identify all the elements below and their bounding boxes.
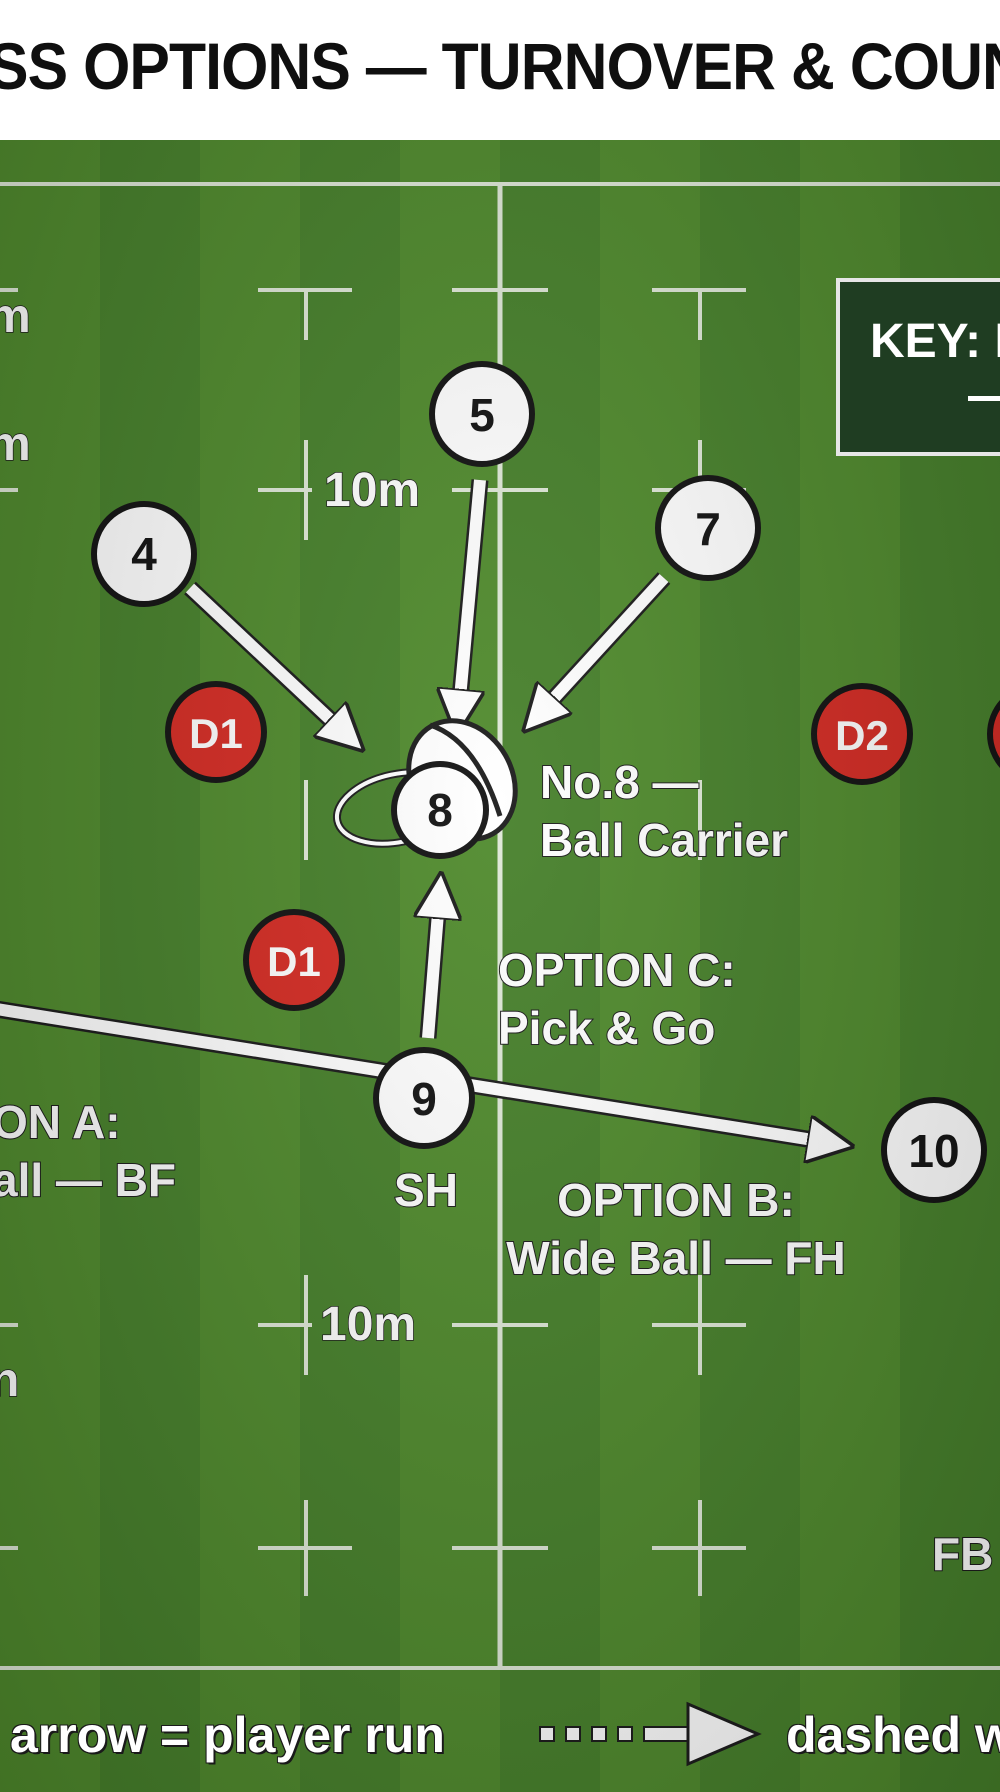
edge-marker-2: m <box>0 418 31 471</box>
arrow-9-to-8 <box>428 888 440 1039</box>
hash-marks-row-3 <box>304 780 702 860</box>
player-5[interactable]: 5 <box>429 361 535 467</box>
pitch-diagram: 10m 10m m m n <box>0 182 1000 1767</box>
field-markers: 10m 10m m m n <box>0 289 421 1408</box>
ten-metre-marker-top: 10m <box>324 464 420 517</box>
hash-marks-row-1 <box>0 288 746 340</box>
hash-marks-row-5 <box>0 1500 746 1596</box>
option-a-label-line2: all — BF <box>0 1154 176 1206</box>
arrow-4-to-8 <box>184 581 352 740</box>
legend-solid-arrow-text: arrow = player run <box>10 1707 445 1763</box>
key-title: KEY: D <box>870 315 1000 368</box>
key-box: KEY: D <box>836 278 1000 456</box>
legend-dashed-arrow-icon <box>539 1701 762 1767</box>
annotations: No.8 — Ball Carrier OPTION C: Pick & Go … <box>0 755 994 1581</box>
player-9-number: 9 <box>411 1073 437 1125</box>
option-b-label-line1: OPTION B: <box>557 1174 795 1226</box>
diagram-title: SS OPTIONS — TURNOVER & COUNT <box>0 29 1000 103</box>
option-c-label-line2: Pick & Go <box>498 1002 715 1054</box>
option-c-label-line1: OPTION C: <box>498 944 736 996</box>
ball-carrier-label-line2: Ball Carrier <box>540 814 788 866</box>
arrow-5-to-8 <box>458 479 489 720</box>
defender-d1-upper[interactable]: D1 <box>165 681 267 783</box>
player-8-number: 8 <box>427 784 453 836</box>
defenders: D1 D1 D2 <box>165 681 1000 1011</box>
defender-d2-label: D2 <box>835 712 889 759</box>
bottom-legend: arrow = player run dashed w <box>0 1670 1000 1792</box>
player-7-number: 7 <box>695 503 721 555</box>
player-7[interactable]: 7 <box>655 475 761 581</box>
player-5-number: 5 <box>469 389 495 441</box>
player-4[interactable]: 4 <box>91 501 197 607</box>
player-10-number: 10 <box>908 1125 959 1177</box>
player-4-number: 4 <box>131 528 157 580</box>
player-8[interactable]: 8 <box>391 761 489 859</box>
player-10[interactable]: 10 <box>881 1097 987 1203</box>
ball-carrier-label-line1: No.8 — <box>540 756 698 808</box>
rugby-pitch: 10m 10m m m n <box>0 140 1000 1792</box>
edge-marker-1: m <box>0 290 31 343</box>
arrow-7-to-8 <box>534 572 671 720</box>
title-bar: SS OPTIONS — TURNOVER & COUNT <box>0 0 1000 140</box>
option-a-label-line1: ON A: <box>0 1096 121 1148</box>
defender-partial-right[interactable] <box>987 686 1000 782</box>
full-back-label: FB <box>932 1528 993 1580</box>
legend-dashed-text: dashed w <box>786 1707 1000 1763</box>
ten-metre-marker-bottom: 10m <box>320 1298 416 1351</box>
defender-d1-lower[interactable]: D1 <box>243 909 345 1011</box>
scrum-half-label: SH <box>394 1164 458 1216</box>
attacking-players: 4 5 7 8 9 10 <box>91 361 987 1203</box>
defender-d2[interactable]: D2 <box>811 683 913 785</box>
player-9[interactable]: 9 <box>373 1047 475 1149</box>
defender-d1-lower-label: D1 <box>267 938 321 985</box>
hash-marks-row-4 <box>0 1275 746 1375</box>
option-b-label-line2: Wide Ball — FH <box>506 1232 846 1284</box>
edge-marker-3: n <box>0 1354 19 1407</box>
defender-d1-upper-label: D1 <box>189 710 243 757</box>
key-dash-line <box>968 396 1000 401</box>
